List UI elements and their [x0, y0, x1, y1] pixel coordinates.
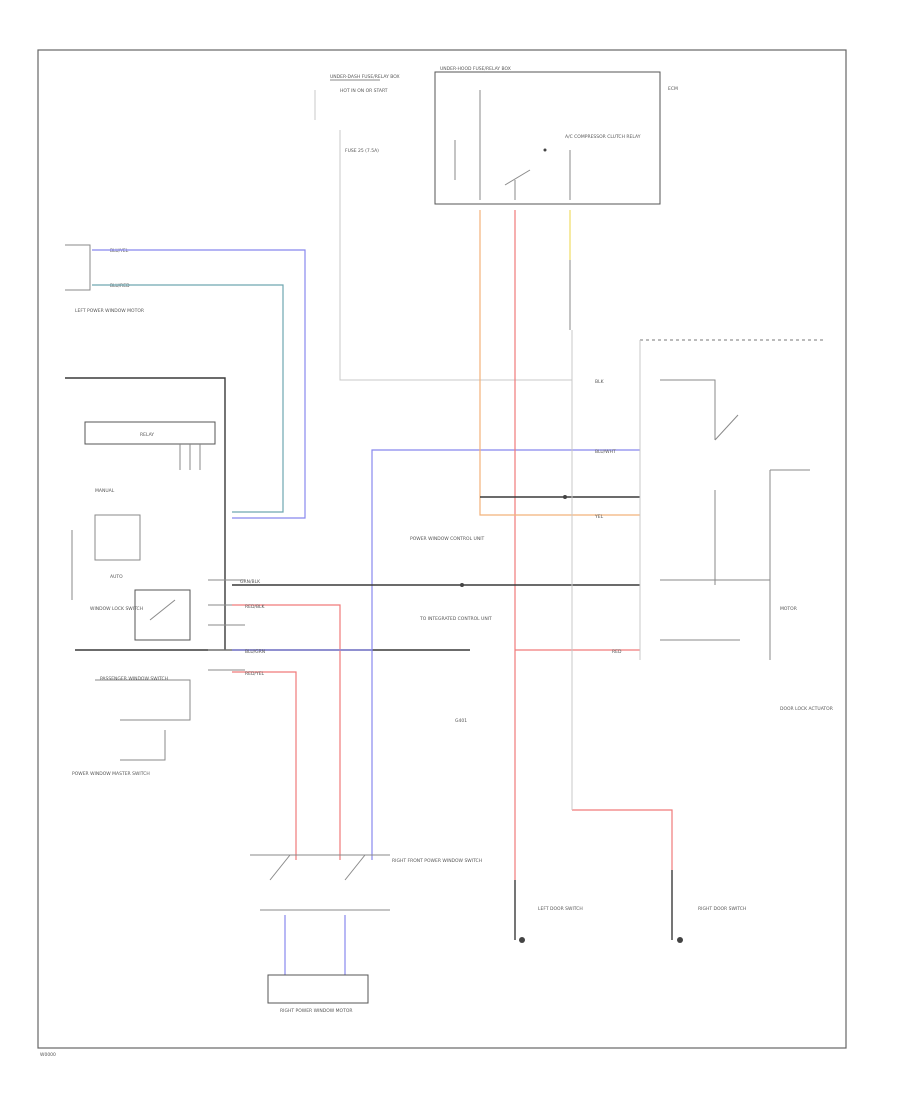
bottom-left-switch-label: RIGHT FRONT POWER WINDOW SWITCH	[392, 858, 482, 864]
lower-wires: RED/BLK BLU/GRN RED/YEL	[232, 604, 373, 860]
relay-box-frame	[434, 71, 661, 205]
wire-grn-blk: GRN/BLK	[240, 579, 261, 585]
ecm-label: ECM	[668, 86, 678, 92]
lock-switch-label: WINDOW LOCK SWITCH	[90, 606, 143, 612]
center-label-a: POWER WINDOW CONTROL UNIT	[410, 536, 485, 542]
wire-blu-grn: BLU/GRN	[245, 649, 265, 655]
right-note-label: DOOR LOCK ACTUATOR	[780, 706, 833, 712]
center-connections: POWER WINDOW CONTROL UNIT TO INTEGRATED …	[232, 210, 640, 880]
passenger-switch-label: PASSENGER WINDOW SWITCH	[100, 676, 168, 682]
lock-switch-box	[134, 589, 191, 641]
wire-blu-wht-label: BLU/WHT	[595, 449, 616, 455]
switch-group-a: MANUAL	[95, 488, 115, 494]
fuse-box-left-label: UNDER-DASH FUSE/RELAY BOX	[330, 74, 400, 80]
left-motor-label: LEFT POWER WINDOW MOTOR	[75, 308, 144, 314]
wire-yel-label: YEL	[594, 514, 604, 520]
door-switches: LEFT DOOR SWITCH RIGHT DOOR SWITCH	[514, 330, 746, 943]
wire-red-label: RED	[612, 649, 622, 655]
master-switch-assembly: RELAY MANUAL AUTO WINDOW LOCK SWITCH PAS…	[65, 377, 470, 777]
top-left-fuse-block: UNDER-DASH FUSE/RELAY BOX HOT IN ON OR S…	[314, 74, 572, 381]
center-label-c: G401	[455, 718, 467, 724]
fuse-box-right-label: UNDER-HOOD FUSE/RELAY BOX	[440, 66, 511, 72]
switch-group-b: AUTO	[110, 574, 123, 580]
wire-blk-label: BLK	[595, 379, 605, 385]
right-door-switch-label: RIGHT DOOR SWITCH	[698, 906, 746, 912]
bottom-motor-label: RIGHT POWER WINDOW MOTOR	[280, 1008, 352, 1014]
left-wire-b: BLU/RED	[110, 283, 130, 289]
left-door-switch-label: LEFT DOOR SWITCH	[538, 906, 583, 912]
relay-box-label: RELAY	[140, 432, 154, 438]
right-control-unit: MOTOR DOOR LOCK ACTUATOR	[639, 339, 833, 712]
left-motor: LEFT POWER WINDOW MOTOR BLU/YEL BLU/RED	[65, 244, 306, 519]
left-wire-a: BLU/YEL	[110, 248, 129, 254]
diagram-frame	[37, 49, 847, 1049]
top-center-relay-box: UNDER-HOOD FUSE/RELAY BOX A/C COMPRESSOR…	[434, 66, 678, 205]
right-box-label: MOTOR	[780, 606, 797, 612]
center-label-b: TO INTEGRATED CONTROL UNIT	[419, 616, 492, 622]
bottom-motor-box	[267, 974, 369, 1004]
wire-red-blk: RED/BLK	[245, 604, 266, 610]
wire-red-yel: RED/YEL	[245, 671, 265, 677]
ac-relay-label: A/C COMPRESSOR CLUTCH RELAY	[565, 134, 641, 140]
bottom-switch-motor: RIGHT FRONT POWER WINDOW SWITCH RIGHT PO…	[250, 854, 482, 1014]
master-switch-label: POWER WINDOW MASTER SWITCH	[72, 771, 150, 777]
footer-code: W0000	[40, 1052, 56, 1058]
ign-label: HOT IN ON OR START	[340, 88, 388, 94]
fuse-left-label: FUSE 25 (7.5A)	[345, 148, 379, 154]
relay-box	[84, 421, 216, 445]
